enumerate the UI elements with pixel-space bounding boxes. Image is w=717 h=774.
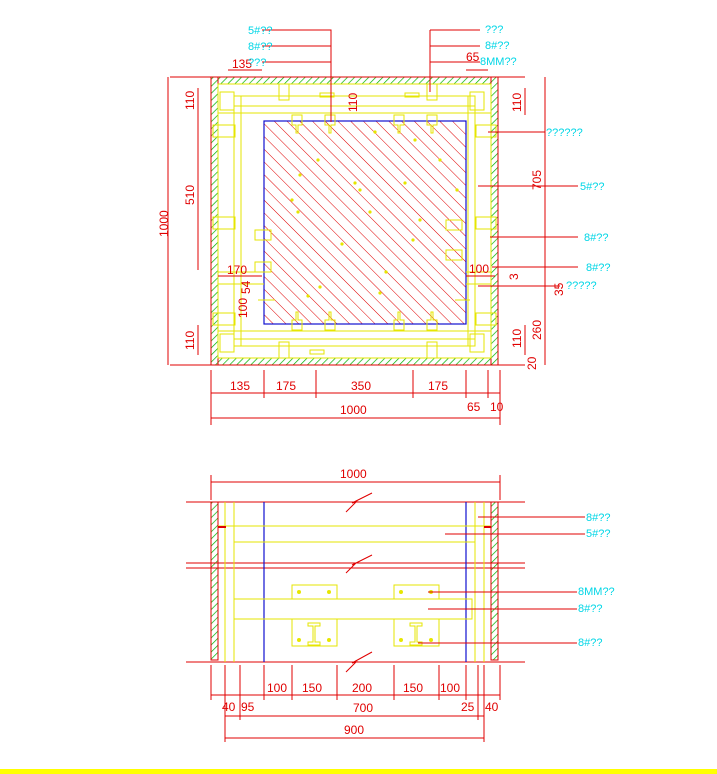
label-top-2: 8#??: [248, 41, 272, 53]
elevation-wall-right: [490, 501, 499, 661]
elevation-section-lines: [186, 492, 525, 673]
elev-dim-40-right: 40: [485, 700, 499, 714]
elev-dim-700: 700: [353, 701, 373, 715]
dim-right-35: 35: [552, 282, 566, 296]
dim-bottom-350: 350: [351, 379, 371, 393]
dim-right-3: 3: [507, 273, 521, 280]
elev-label-3: 8MM??: [578, 586, 615, 598]
dim-bottom-175-a: 175: [276, 379, 296, 393]
label-right-4: 8#??: [586, 262, 610, 274]
elev-dim-100-a: 100: [267, 681, 287, 695]
elev-dim-40-left: 40: [222, 700, 236, 714]
elev-dim-1000: 1000: [340, 467, 367, 481]
dim-left-110-bottom: 110: [183, 331, 197, 350]
elevation-bolts: [297, 590, 433, 642]
label-top-4: ???: [485, 24, 503, 36]
dim-bottom-135: 135: [230, 379, 250, 393]
dim-inner-54: 54: [239, 280, 253, 294]
elev-label-1: 8#??: [586, 512, 610, 524]
dim-bottom-175-b: 175: [428, 379, 448, 393]
dim-bottom-10: 10: [490, 400, 504, 414]
label-right-5: ?????: [566, 280, 597, 292]
dim-top-65: 65: [466, 50, 480, 64]
dim-inner-110-c: 110: [510, 329, 524, 348]
dim-left-1000: 1000: [157, 210, 171, 237]
elev-dim-95: 95: [241, 700, 255, 714]
plan-view: 135 65 110 510 1000 110 110 110 170 54 1…: [157, 24, 610, 425]
plan-steel-frame: [212, 83, 497, 359]
dim-inner-100-right: 100: [469, 262, 489, 276]
elevation-leaders: [418, 516, 585, 644]
elevation-dimension-lines: [210, 475, 501, 742]
label-right-3: 8#??: [584, 232, 608, 244]
elev-dim-150-a: 150: [302, 681, 322, 695]
plan-bolts: [290, 130, 459, 298]
elev-dim-25: 25: [461, 700, 475, 714]
elev-dim-200: 200: [352, 681, 372, 695]
label-top-1: 5#??: [248, 25, 272, 37]
elevation-wall-left: [210, 501, 219, 661]
elev-dim-100-b: 100: [440, 681, 460, 695]
elev-label-2: 5#??: [586, 528, 610, 540]
dim-inner-170: 170: [227, 263, 247, 277]
dim-bottom-1000: 1000: [340, 403, 367, 417]
elev-dim-150-b: 150: [403, 681, 423, 695]
label-top-3: ???: [248, 57, 266, 69]
label-right-1: ??????: [546, 127, 583, 139]
dim-left-110-top: 110: [183, 91, 197, 110]
drawing-border: [0, 769, 717, 774]
dim-inner-100-left: 100: [236, 298, 250, 318]
elevation-view: 1000 40 95 100 150 200 150 100 25 40 700…: [186, 467, 615, 742]
dim-right-705: 705: [530, 170, 544, 190]
dim-top-135: 135: [232, 57, 252, 71]
plan-leaders: [262, 29, 578, 287]
dim-right-20: 20: [525, 356, 539, 370]
dim-right-260: 260: [530, 320, 544, 340]
label-top-5: 8#??: [485, 40, 509, 52]
elev-dim-900: 900: [344, 723, 364, 737]
elev-label-5: 8#??: [578, 637, 602, 649]
plan-opening: [263, 120, 467, 325]
dim-left-510: 510: [183, 185, 197, 205]
label-right-2: 5#??: [580, 181, 604, 193]
label-top-6: 8MM??: [480, 56, 517, 68]
dim-bottom-65: 65: [467, 400, 481, 414]
dim-inner-110-b: 110: [510, 93, 524, 112]
plan-labels: 5#?? 8#?? ??? ??? 8#?? 8MM?? ?????? 5#??…: [248, 24, 610, 292]
elevation-beams: [218, 525, 491, 647]
elev-label-4: 8#??: [578, 603, 602, 615]
plan-dimension-texts: 135 65 110 510 1000 110 110 110 170 54 1…: [157, 50, 566, 417]
elevation-dimension-texts: 1000 40 95 100 150 200 150 100 25 40 700…: [222, 467, 499, 737]
dim-inner-110-a: 110: [346, 93, 360, 112]
plan-dimension-lines: [167, 69, 546, 425]
elevation-labels: 8#?? 5#?? 8MM?? 8#?? 8#??: [578, 512, 615, 649]
